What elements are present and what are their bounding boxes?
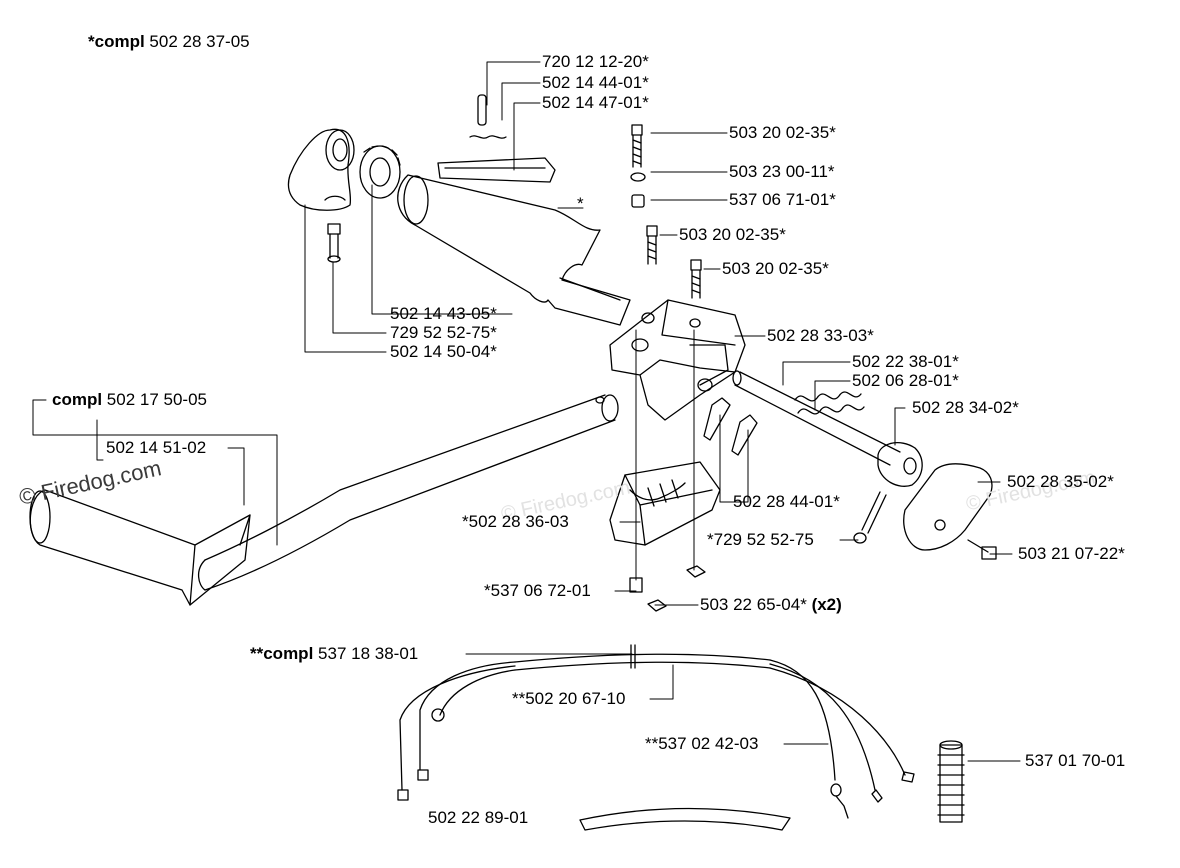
assembly-handle-compl-number: 502 28 37-05 (149, 32, 250, 51)
small-screw-right (853, 491, 887, 544)
spring-pin (469, 94, 507, 139)
part-label: 503 20 02-35* (679, 225, 786, 244)
part-quantity: (x2) (811, 595, 842, 614)
part-label: *537 06 72-01 (484, 581, 591, 600)
small-pins (703, 397, 758, 456)
part-label: 502 28 35-02* (1007, 472, 1114, 491)
part-label: 729 52 52-75* (390, 323, 497, 342)
part-label: 502 14 47-01* (542, 93, 649, 112)
part-label: 502 22 38-01* (852, 352, 959, 371)
part-label: 502 28 34-02* (912, 398, 1019, 417)
end-cover (903, 463, 997, 560)
part-label: 502 28 44-01* (733, 492, 840, 511)
rear-grip (29, 489, 251, 606)
part-number: 503 22 65-04* (700, 595, 807, 614)
part-label: 503 20 02-35* (729, 123, 836, 142)
part-label: 502 14 44-01* (542, 73, 649, 92)
part-label: 502 06 28-01* (852, 371, 959, 390)
part-label: *502 28 36-03 (462, 512, 569, 531)
part-label: * (577, 194, 584, 213)
part-label: 537 06 71-01* (729, 190, 836, 209)
part-label: **502 20 67-10 (512, 689, 626, 708)
grommet (937, 740, 965, 823)
assembly-wire-compl-prefix: **compl (250, 644, 314, 663)
part-label: 503 23 00-11* (729, 162, 835, 181)
leader-lines (32, 61, 1021, 762)
part-label: 502 14 50-04* (390, 342, 497, 361)
assembly-wire-compl-number: 537 18 38-01 (318, 644, 419, 663)
bracket-housing (609, 299, 746, 421)
assembly-wire-compl: **compl 537 18 38-01 (250, 644, 418, 664)
nuts (629, 565, 706, 612)
gear-ring (359, 145, 401, 199)
part-label: 503 21 07-22* (1018, 544, 1125, 563)
assembly-shaft-compl: compl 502 17 50-05 (52, 390, 207, 410)
part-label: 502 28 33-03* (767, 326, 874, 345)
wire-harness (397, 644, 915, 831)
part-label: *729 52 52-75 (707, 530, 814, 549)
part-label: 503 20 02-35* (722, 259, 829, 278)
lower-clamp (609, 461, 721, 546)
part-label: 502 14 43-05* (390, 304, 497, 323)
part-label: **537 02 42-03 (645, 734, 759, 753)
part-label-with-quantity: 503 22 65-04* (x2) (700, 595, 842, 615)
screw-left (327, 223, 341, 263)
part-label: 502 22 89-01 (428, 808, 529, 827)
assembly-shaft-compl-prefix: compl (52, 390, 103, 409)
part-label: 537 01 70-01 (1025, 751, 1126, 770)
throttle-housing (287, 128, 355, 211)
assembly-handle-compl: *compl 502 28 37-05 (88, 32, 250, 52)
cable-shaft (732, 370, 923, 487)
center-screws (630, 124, 702, 299)
part-label: 502 14 51-02 (106, 438, 207, 457)
assembly-shaft-compl-number: 502 17 50-05 (106, 390, 207, 409)
main-shaft (197, 394, 619, 591)
assembly-handle-compl-prefix: *compl (88, 32, 145, 51)
part-label: 720 12 12-20* (542, 52, 649, 71)
handle-grip (397, 157, 631, 326)
